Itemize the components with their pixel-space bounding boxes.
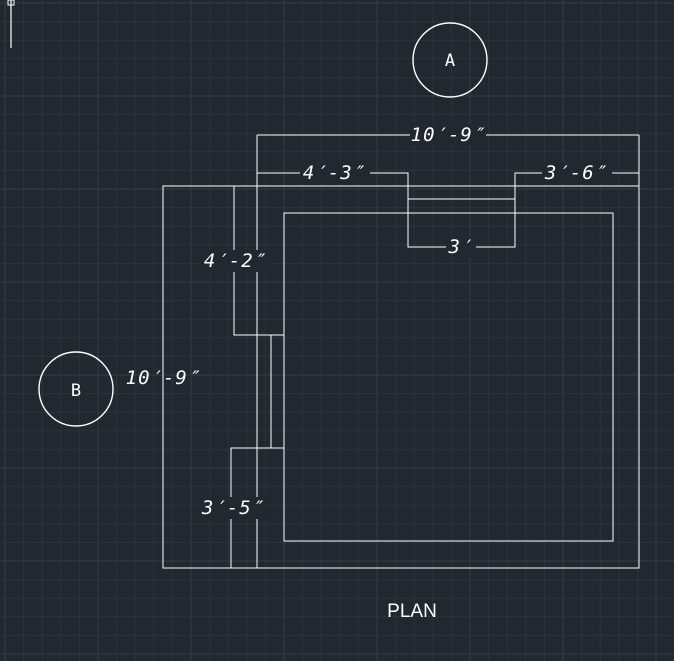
- bubble-b-label: B: [71, 381, 81, 401]
- plan-geometry: [162, 185, 640, 569]
- left-segment-label: 4′-3″: [303, 162, 365, 184]
- opening-label-bg: [446, 236, 476, 258]
- opening-label: 3′: [448, 236, 474, 258]
- overall-width-label-bg: [410, 123, 486, 145]
- left-opening-frame: [270, 335, 285, 448]
- right-segment-label: 3′-6″: [544, 162, 607, 184]
- left-upper-jamb: [233, 186, 284, 336]
- lower-left-segment-label: 3′-5″: [201, 497, 264, 519]
- overall-height-label: 10′-9″: [126, 367, 201, 389]
- outer-wall: [162, 185, 640, 569]
- drawing-title: PLAN: [387, 601, 437, 622]
- gridline-bubble-a: A: [412, 22, 488, 98]
- lower-left-label-bg: [198, 497, 268, 519]
- gridline-bubble-b: B: [38, 351, 114, 427]
- bubble-b-circle: [38, 351, 114, 427]
- right-segment-label-bg: [542, 162, 612, 184]
- left-lower-jamb: [230, 447, 284, 568]
- overall-width-label: 10′-9″: [411, 124, 486, 146]
- left-segment-label-bg: [300, 162, 370, 184]
- ucs-icon: [7, 0, 15, 48]
- bubble-a-label: A: [445, 51, 455, 71]
- bubble-a-circle: [412, 22, 488, 98]
- top-opening-frame: [407, 186, 516, 213]
- inner-room: [283, 212, 614, 542]
- upper-left-label-bg: [200, 250, 270, 272]
- dimension-labels: 10′-9″ 4′-3″ 3′-6″ 3′ 10′-9″ 4′-2″ 3′-5″: [126, 123, 612, 519]
- upper-left-segment-label: 4′-2″: [204, 250, 266, 272]
